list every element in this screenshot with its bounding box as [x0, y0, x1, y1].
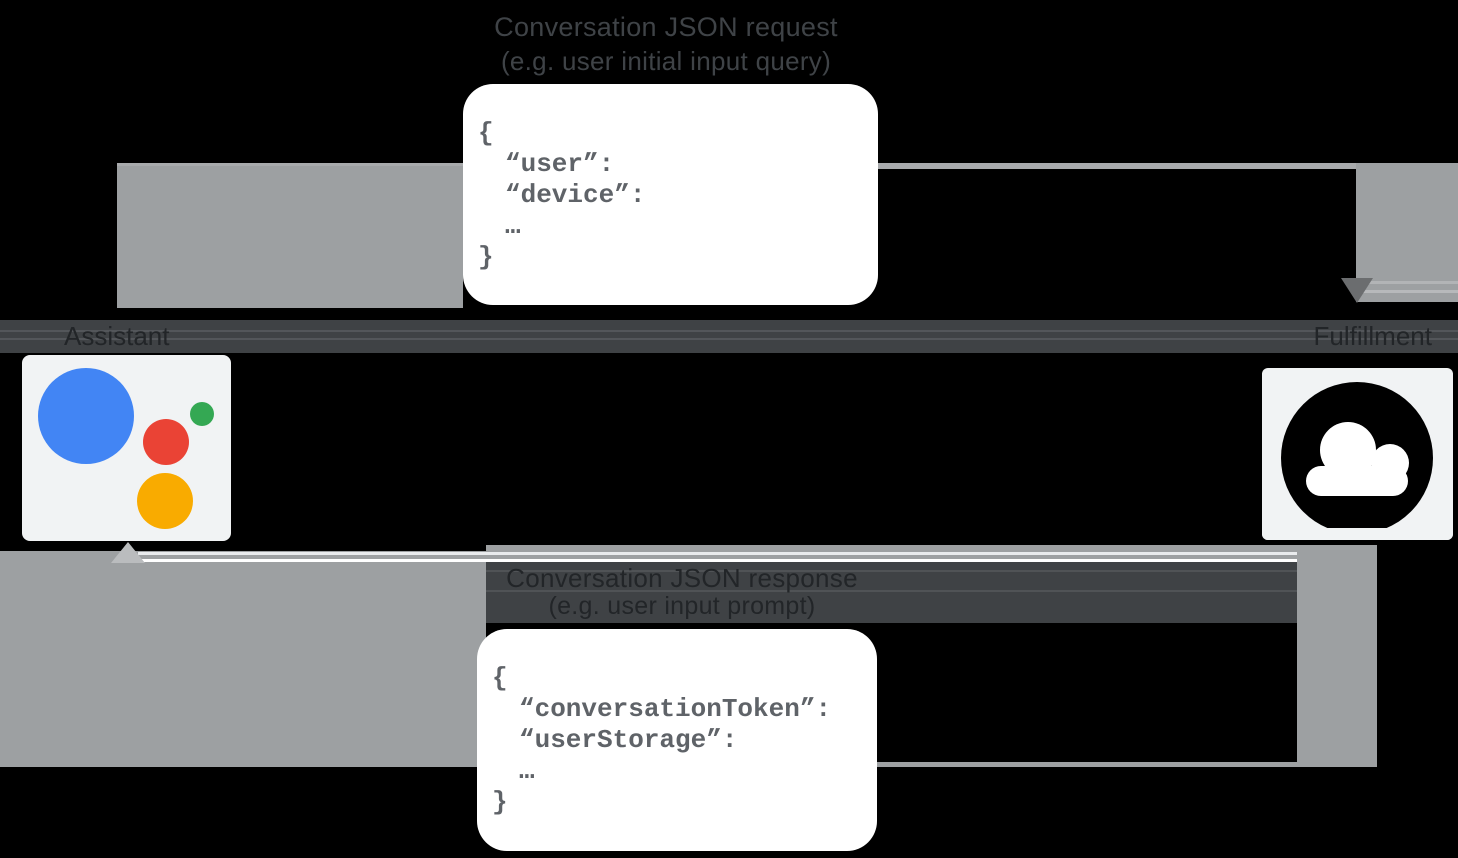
request-label-subtitle: (e.g. user initial input query) [500, 46, 832, 76]
assistant-logo-yellow-circle [137, 473, 193, 529]
assistant-logo-blue-circle [38, 368, 134, 464]
request-arrowhead-down-icon [1341, 278, 1373, 303]
response-arrow-right-segment [1297, 545, 1377, 767]
fulfillment-card [1262, 368, 1453, 540]
response-arrow-left-segment [0, 551, 486, 767]
code-line: { [478, 118, 494, 148]
code-line: … [505, 211, 521, 241]
request-label-title: Conversation JSON request [494, 12, 838, 42]
code-line: “conversationToken”: [519, 694, 832, 724]
response-label-title: Conversation JSON response [506, 563, 858, 593]
assistant-logo-red-circle [143, 419, 189, 465]
response-label-subtitle: (e.g. user input prompt) [548, 592, 816, 620]
assistant-label: Assistant [64, 321, 170, 351]
request-arrow-right-segment [1356, 163, 1458, 302]
band-streak [0, 330, 1458, 332]
response-label-band: Conversation JSON response (e.g. user in… [486, 562, 1297, 623]
response-arrow-edge-line [138, 559, 1297, 562]
request-arrow-streak [1360, 281, 1458, 284]
code-line: { [492, 663, 508, 693]
response-arrow-bottom-line [486, 762, 1297, 767]
band-streak [486, 570, 1297, 572]
assistant-logo-green-circle [190, 402, 214, 426]
response-arrow-edge-line [138, 552, 1297, 555]
band-streak [486, 590, 1297, 592]
code-line: } [492, 787, 508, 817]
request-arrow-left-segment [117, 166, 463, 308]
request-json-box: { “user”: “device”: … } [463, 84, 878, 305]
code-line: “userStorage”: [519, 725, 738, 755]
code-line: } [478, 242, 494, 272]
fulfillment-label: Fulfillment [1313, 321, 1432, 351]
request-arrow-streak [1360, 290, 1458, 293]
response-json-box: { “conversationToken”: “userStorage”: … … [477, 629, 877, 851]
band-streak [0, 338, 1458, 340]
actors-label-band: Assistant Fulfillment [0, 320, 1458, 353]
code-line: “device”: [505, 180, 646, 210]
response-arrowhead-up-icon [111, 542, 145, 563]
code-line: … [519, 756, 535, 786]
cloud-icon [1262, 382, 1453, 540]
assistant-card [22, 355, 231, 541]
code-line: “user”: [505, 149, 615, 179]
